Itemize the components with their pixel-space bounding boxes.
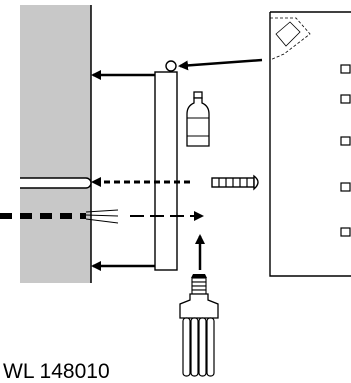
arrow-cover-to-plate [178,58,263,71]
power-cable [0,209,119,224]
wall [20,5,91,283]
bottle-icon [186,91,210,147]
mounting-plate [154,71,178,271]
cover-panel [269,11,351,277]
screw-head [165,60,177,72]
lamp-icon [179,274,219,377]
wall-plug-hole [20,177,92,189]
figure-code: WL 148010 [3,360,110,383]
wall-plug-icon [211,174,259,191]
